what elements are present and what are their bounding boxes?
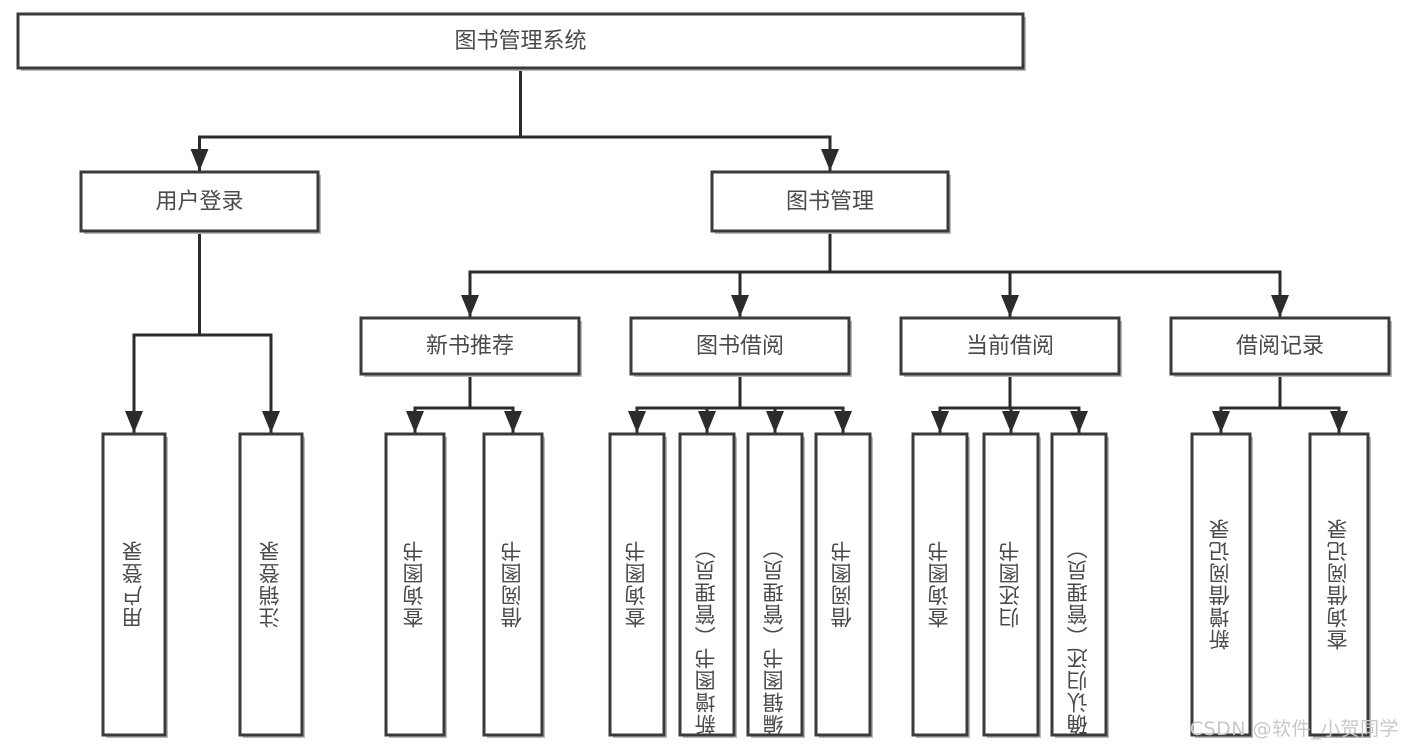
arrow-head-icon xyxy=(698,411,716,433)
boxes-layer xyxy=(16,12,1392,738)
node-box-leaf-3[interactable] xyxy=(482,432,545,738)
node-box-leaf-0[interactable] xyxy=(101,432,168,738)
watermark: CSDN @软件_小贺同学 xyxy=(1189,718,1399,740)
arrow-head-icon xyxy=(125,411,143,433)
node-box-level3-1[interactable] xyxy=(629,316,852,377)
arrow-head-icon xyxy=(1002,411,1020,433)
arrow-head-icon xyxy=(406,411,424,433)
node-label-level3-0: 新书推荐 xyxy=(426,334,514,359)
arrow-head-icon xyxy=(461,295,479,317)
node-box-leaf-7[interactable] xyxy=(814,432,873,738)
node-label-level3-1: 图书借阅 xyxy=(696,334,784,359)
node-box-leaf-2[interactable] xyxy=(384,432,447,738)
node-label-root: 图书管理系统 xyxy=(454,29,586,54)
node-box-leaf-8[interactable] xyxy=(911,432,970,738)
arrow-head-icon xyxy=(834,411,852,433)
node-box-level3-2[interactable] xyxy=(899,316,1122,377)
arrow-head-icon xyxy=(1271,295,1289,317)
arrow-head-icon xyxy=(1001,295,1019,317)
node-label-level2-0: 用户登录 xyxy=(155,190,243,215)
arrow-head-icon xyxy=(931,411,949,433)
arrow-head-icon xyxy=(262,411,280,433)
arrow-head-icon xyxy=(731,295,749,317)
node-box-leaf-9[interactable] xyxy=(982,432,1041,738)
node-box-level2-1[interactable] xyxy=(710,170,951,234)
node-box-level2-0[interactable] xyxy=(79,170,321,234)
arrow-head-icon xyxy=(190,149,209,171)
node-box-level3-0[interactable] xyxy=(359,316,582,377)
arrow-head-icon xyxy=(821,149,839,171)
node-label-level3-2: 当前借阅 xyxy=(966,334,1054,359)
node-label-level2-1: 图书管理 xyxy=(786,190,874,215)
node-box-level3-3[interactable] xyxy=(1169,316,1392,377)
arrow-head-icon xyxy=(766,411,784,433)
node-box-leaf-10[interactable] xyxy=(1050,432,1109,738)
arrow-head-icon xyxy=(1212,411,1230,433)
arrow-head-icon xyxy=(504,411,522,433)
node-box-leaf-6[interactable] xyxy=(746,432,805,738)
arrow-head-icon xyxy=(628,411,646,433)
node-box-leaf-4[interactable] xyxy=(608,432,667,738)
node-box-leaf-12[interactable] xyxy=(1308,432,1371,738)
node-box-leaf-1[interactable] xyxy=(238,432,305,738)
node-label-level3-3: 借阅记录 xyxy=(1236,334,1324,359)
node-box-leaf-11[interactable] xyxy=(1190,432,1253,738)
arrow-head-icon xyxy=(1070,411,1088,433)
node-box-leaf-5[interactable] xyxy=(678,432,737,738)
connector-lines xyxy=(125,66,1348,434)
arrow-head-icon xyxy=(1330,411,1348,433)
node-box-root[interactable] xyxy=(16,12,1026,71)
